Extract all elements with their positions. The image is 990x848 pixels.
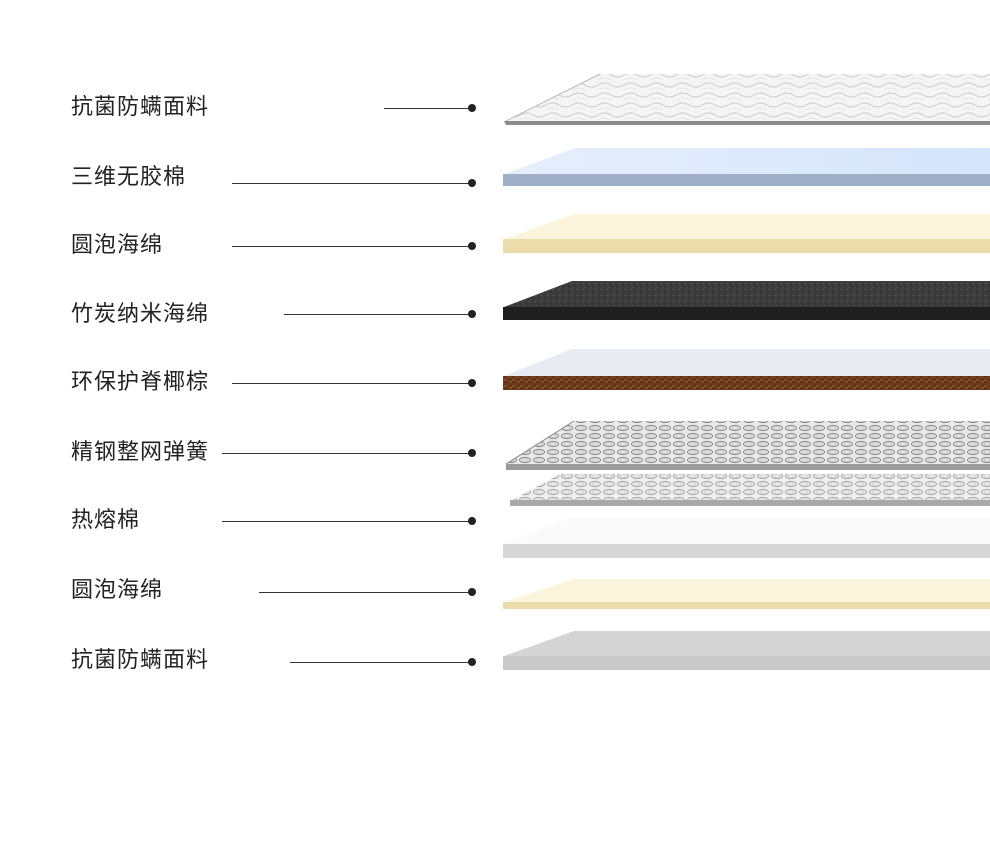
layer-3d-fiber: [503, 148, 990, 186]
layer-coconut-coir: [503, 349, 990, 390]
leader-dot: [468, 517, 476, 525]
layer-label-steel-springs: 精钢整网弹簧: [71, 440, 210, 465]
leader-line: [290, 662, 472, 663]
leader-dot: [468, 310, 476, 318]
layer-bottom-fabric: [503, 631, 990, 670]
layer-label-antibacterial-fabric-bottom: 抗菌防螨面料: [71, 648, 210, 673]
leader-dot: [468, 588, 476, 596]
leader-line: [259, 592, 472, 593]
layer-charcoal-foam: [503, 281, 990, 320]
leader-dot: [468, 242, 476, 250]
leader-line: [232, 183, 472, 184]
leader-dot: [468, 379, 476, 387]
layer-label-hot-melt-cotton: 热熔棉: [71, 508, 141, 533]
layer-label-coconut-coir: 环保护脊椰棕: [71, 370, 210, 395]
leader-line: [384, 108, 472, 109]
leader-line: [222, 521, 472, 522]
layer-foam-upper: [503, 214, 990, 253]
leader-line: [284, 314, 472, 315]
leader-line: [232, 383, 472, 384]
layer-hot-melt-cotton: [503, 518, 990, 558]
layer-steel-springs: [505, 420, 990, 506]
leader-line: [232, 246, 472, 247]
layer-label-charcoal-foam: 竹炭纳米海绵: [71, 302, 210, 327]
leader-dot: [468, 449, 476, 457]
leader-dot: [468, 179, 476, 187]
layer-foam-lower: [503, 579, 990, 609]
layer-label-foam-upper: 圆泡海绵: [71, 233, 164, 258]
leader-dot: [468, 658, 476, 666]
layer-label-foam-lower: 圆泡海绵: [71, 578, 164, 603]
layer-label-3d-fiber: 三维无胶棉: [71, 165, 187, 190]
leader-line: [222, 453, 472, 454]
layer-label-antibacterial-fabric-top: 抗菌防螨面料: [71, 95, 210, 120]
layer-quilted-fabric: [504, 73, 990, 125]
leader-dot: [468, 104, 476, 112]
